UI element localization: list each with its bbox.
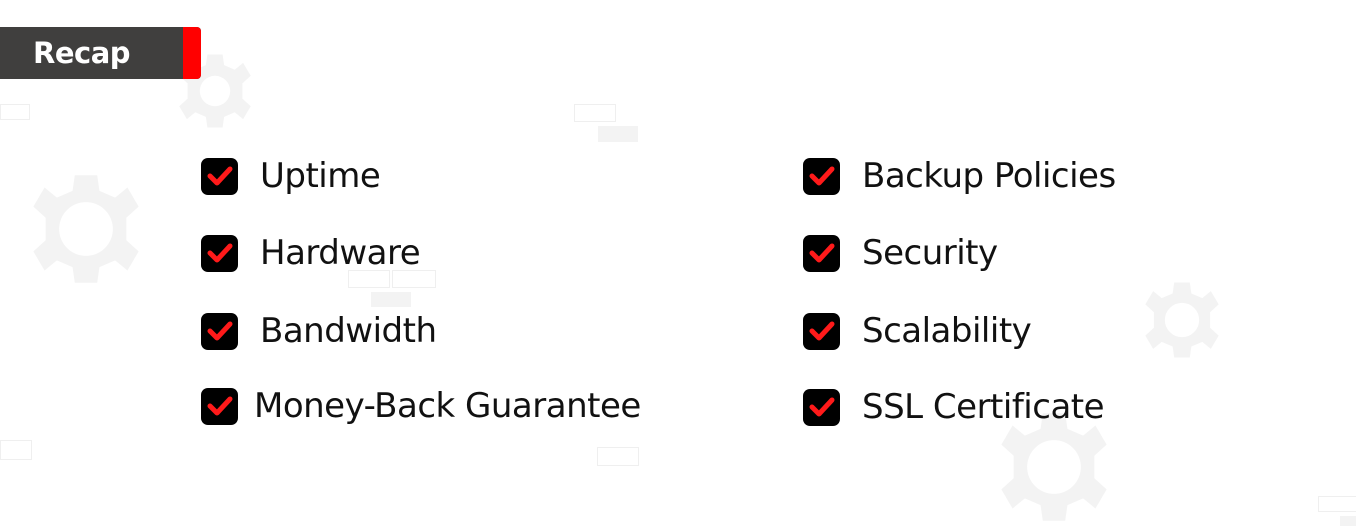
decorative-rect — [0, 440, 32, 460]
decorative-rect — [1340, 516, 1356, 526]
list-item-backup-policies: Backup Policies — [803, 156, 1116, 196]
checkbox-checked-icon — [201, 234, 238, 272]
checkbox-checked-icon — [201, 387, 238, 425]
list-item-bandwidth: Bandwidth — [201, 311, 437, 351]
list-item-ssl-certificate: SSL Certificate — [803, 387, 1105, 427]
list-item-uptime: Uptime — [201, 156, 381, 196]
list-item-label: Security — [862, 233, 998, 273]
checkbox-checked-icon — [803, 234, 840, 272]
decorative-rect — [1318, 496, 1356, 512]
list-item-money-back-guarantee: Money-Back Guarantee — [201, 386, 641, 426]
checkbox-checked-icon — [201, 157, 238, 195]
decorative-rect — [0, 104, 30, 120]
list-item-scalability: Scalability — [803, 311, 1032, 351]
page-title: Recap — [33, 36, 131, 70]
decorative-rect — [574, 104, 616, 122]
list-item-label: Backup Policies — [862, 156, 1116, 196]
list-item-label: Bandwidth — [260, 311, 437, 351]
decorative-rect — [598, 126, 638, 142]
list-item-label: Scalability — [862, 311, 1032, 351]
decorative-rect — [348, 270, 390, 288]
gear-icon — [1143, 281, 1221, 359]
list-item-hardware: Hardware — [201, 233, 421, 273]
list-item-security: Security — [803, 233, 998, 273]
checkbox-checked-icon — [803, 388, 840, 426]
list-item-label: Hardware — [260, 233, 421, 273]
decorative-rect — [371, 292, 411, 307]
gear-icon — [998, 410, 1110, 524]
checkbox-checked-icon — [201, 312, 238, 350]
section-title-badge: Recap — [0, 27, 201, 79]
list-item-label: Uptime — [260, 156, 381, 196]
gear-icon — [30, 172, 142, 286]
checkbox-checked-icon — [803, 312, 840, 350]
checkbox-checked-icon — [803, 157, 840, 195]
decorative-rect — [597, 447, 639, 466]
list-item-label: SSL Certificate — [862, 387, 1105, 427]
decorative-rect — [392, 270, 436, 288]
list-item-label: Money-Back Guarantee — [254, 386, 641, 426]
accent-bar — [183, 27, 201, 79]
